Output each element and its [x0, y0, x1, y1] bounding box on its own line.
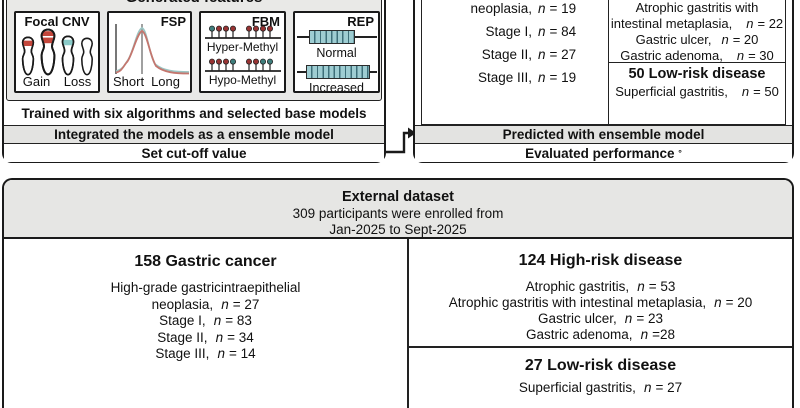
external-highrisk-title: 124 High-risk disease — [518, 252, 683, 269]
generated-features-title: Generated features — [7, 0, 381, 6]
model-building-panel: Generated features Focal CNV — [2, 0, 386, 163]
external-groups-box: 158 Gastric cancer High-grade gastricint… — [4, 239, 792, 408]
normal-label: Normal — [316, 46, 357, 60]
hypo-methyl-label: Hypo-Methyl — [208, 73, 277, 87]
feature-fsp: FSP Short Long — [107, 11, 192, 93]
stat-line: neoplasia, n= 27 — [151, 296, 260, 312]
hyper-methylation-icon — [204, 25, 281, 39]
external-highrisk-cell: 124 High-risk disease Atrophic gastritis… — [409, 239, 792, 348]
internal-dataset-panel: neoplasia, n= 19 Stage I, n= 84 Stage II… — [413, 0, 794, 163]
chromosome-gain-large-icon — [40, 28, 55, 76]
lowrisk-title: 50 Low-risk disease — [628, 66, 766, 82]
fbm-title: FBM — [251, 14, 280, 29]
feature-box-row: Focal CNV — [14, 11, 380, 93]
fsp-title: FSP — [160, 14, 186, 29]
stat-line: Stage I, n= 83 — [159, 313, 252, 328]
external-lowrisk-title: 27 Low-risk disease — [524, 357, 677, 374]
internal-gastric-cancer-cell: neoplasia, n= 19 Stage I, n= 84 Stage II… — [422, 0, 608, 124]
stat-line: Atrophic gastritis with intestinal metap… — [448, 295, 753, 310]
internal-disease-cell: Atrophic gastritis with intestinal metap… — [608, 0, 785, 124]
stat-line: neoplasia, n= 19 — [470, 1, 577, 16]
hyper-methyl-label: Hyper-Methyl — [206, 40, 279, 54]
step-evaluated: Evaluated performance ° — [415, 144, 792, 162]
stat-line: Gastric ulcer, n= 20 — [635, 32, 759, 47]
step-cutoff: Set cut-off value — [4, 144, 384, 162]
stat-line: Stage I, n= 84 — [485, 24, 577, 39]
feature-fbm: FBM Hyper-Methyl — [199, 11, 286, 93]
step-integrated: Integrated the models as a ensemble mode… — [4, 125, 384, 144]
internal-groups-box: neoplasia, n= 19 Stage I, n= 84 Stage II… — [421, 0, 786, 125]
stat-line: intestinal metaplasia, n= 22 — [610, 16, 784, 31]
stat-line: Gastric adenoma, n= 30 — [620, 48, 774, 63]
flow-arrow — [384, 127, 416, 154]
repeat-normal-icon — [296, 30, 377, 44]
hypo-methylation-icon — [204, 58, 281, 72]
step-trained: Trained with six algorithms and selected… — [4, 101, 384, 125]
external-enrollment-line2: Jan-2025 to Sept-2025 — [329, 222, 467, 237]
fragment-size-curve-icon — [115, 24, 190, 75]
repeat-increased-icon — [296, 65, 377, 79]
feature-rep: REP Normal Increased — [293, 11, 380, 93]
internal-lowrisk-cell: 50 Low-risk disease Superficial gastriti… — [609, 63, 785, 124]
chromosome-loss-icon — [61, 35, 74, 76]
gain-label: Gain — [22, 74, 51, 89]
chromosomes-icon — [16, 26, 98, 76]
increased-label: Increased — [309, 81, 364, 93]
footnote-marker: ° — [678, 148, 682, 158]
external-dataset-title: External dataset — [341, 189, 455, 205]
stat-line: Stage II, n= 27 — [481, 47, 577, 62]
external-dataset-panel: External dataset 309 participants were e… — [2, 178, 794, 408]
chromosome-plain-icon — [80, 37, 93, 76]
stat-line: Stage III, n= 19 — [477, 70, 577, 85]
stat-line: Atrophic gastritis with — [635, 0, 759, 15]
loss-label: Loss — [63, 74, 92, 89]
stat-line: Stage II, n= 34 — [157, 329, 254, 345]
short-label: Short — [113, 74, 145, 89]
rep-title: REP — [347, 14, 374, 29]
feature-focal-cnv: Focal CNV — [14, 11, 100, 93]
external-lowrisk-cell: 27 Low-risk disease Superficial gastriti… — [409, 348, 792, 408]
step-predicted: Predicted with ensemble model — [415, 125, 792, 144]
stat-line: Atrophic gastritis, n= 53 — [525, 279, 676, 294]
stat-line: Gastric ulcer, n= 23 — [538, 311, 663, 326]
stat-line: Stage III, n= 14 — [155, 346, 256, 361]
focal-cnv-title: Focal CNV — [24, 14, 90, 29]
external-gastric-cancer-cell: 158 Gastric cancer High-grade gastricint… — [4, 239, 409, 408]
chromosome-gain-icon — [21, 36, 34, 76]
external-dataset-header: External dataset 309 participants were e… — [4, 180, 792, 239]
stat-line: High-grade gastricintraepithelial — [110, 280, 301, 295]
external-cancer-title: 158 Gastric cancer — [134, 253, 277, 270]
stat-line: Superficial gastritis, n= 27 — [518, 380, 683, 395]
internal-highrisk-cell: Atrophic gastritis with intestinal metap… — [609, 0, 785, 63]
long-label: Long — [151, 74, 180, 89]
stat-line: Gastric adenoma, n=28 — [526, 327, 675, 342]
external-enrollment-line1: 309 participants were enrolled from — [292, 206, 504, 221]
external-disease-cell: 124 High-risk disease Atrophic gastritis… — [409, 239, 792, 408]
generated-features-box: Generated features Focal CNV — [6, 0, 382, 101]
stat-line: Superficial gastritis, n= 50 — [615, 84, 779, 99]
